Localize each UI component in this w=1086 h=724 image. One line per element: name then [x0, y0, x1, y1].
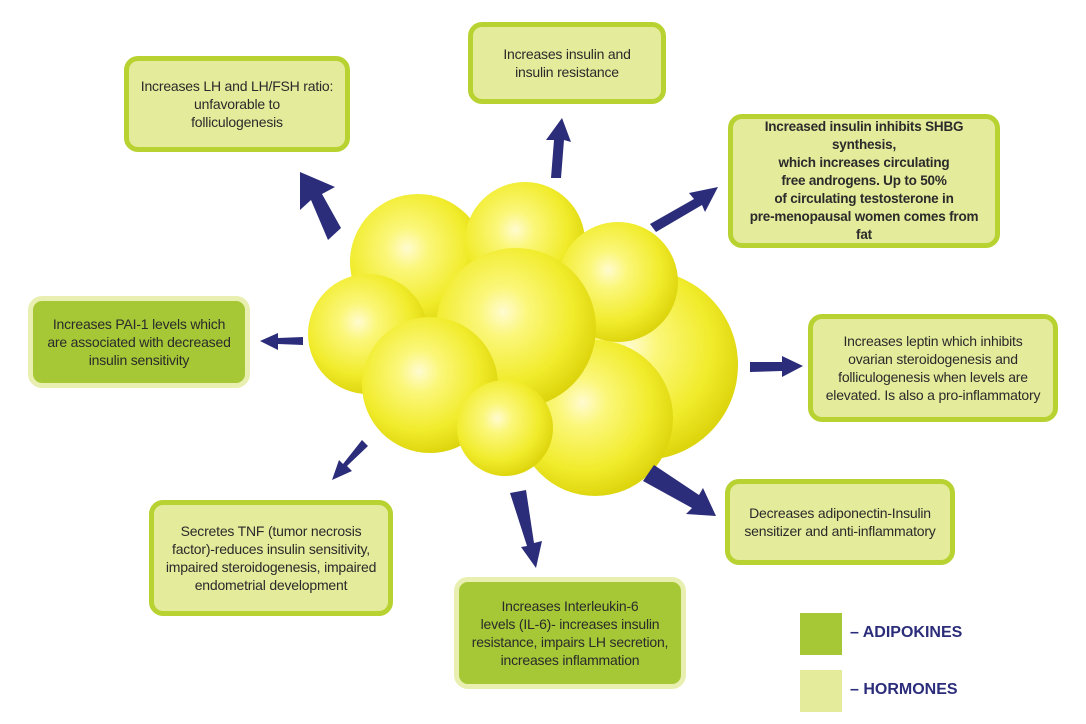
arrow-icon: [750, 356, 803, 377]
arrow-icon: [300, 172, 341, 240]
box-adiponectin: Decreases adiponectin-Insulin sensitizer…: [725, 479, 955, 565]
legend-swatch-adipokines: [800, 613, 842, 655]
arrow-icon: [260, 333, 303, 350]
box-leptin: Increases leptin which inhibits ovarian …: [808, 314, 1058, 422]
arrow-icon: [332, 440, 368, 480]
box-shbg-synthesis: Increased insulin inhibits SHBG synthesi…: [728, 114, 1000, 248]
arrow-icon: [650, 187, 718, 232]
box-insulin-resistance: Increases insulin and insulin resistance: [468, 22, 666, 104]
legend-label-hormones: – HORMONES: [850, 681, 958, 698]
box-tnf: Secretes TNF (tumor necrosis factor)-red…: [149, 500, 393, 616]
legend-swatch-hormones: [800, 670, 842, 712]
fat-cell: [457, 380, 553, 476]
fat-cells: [308, 182, 738, 496]
arrow-icon: [510, 490, 542, 568]
box-pai1: Increases PAI-1 levels which are associa…: [28, 296, 250, 388]
box-lh-fsh-ratio: Increases LH and LH/FSH ratio: unfavorab…: [124, 56, 350, 152]
arrows: [260, 118, 803, 568]
legend-label-adipokines: – ADIPOKINES: [850, 624, 963, 641]
arrow-icon: [546, 118, 571, 178]
box-interleukin-6: Increases Interleukin-6 levels (IL-6)- i…: [454, 577, 686, 689]
arrow-icon: [643, 465, 716, 516]
